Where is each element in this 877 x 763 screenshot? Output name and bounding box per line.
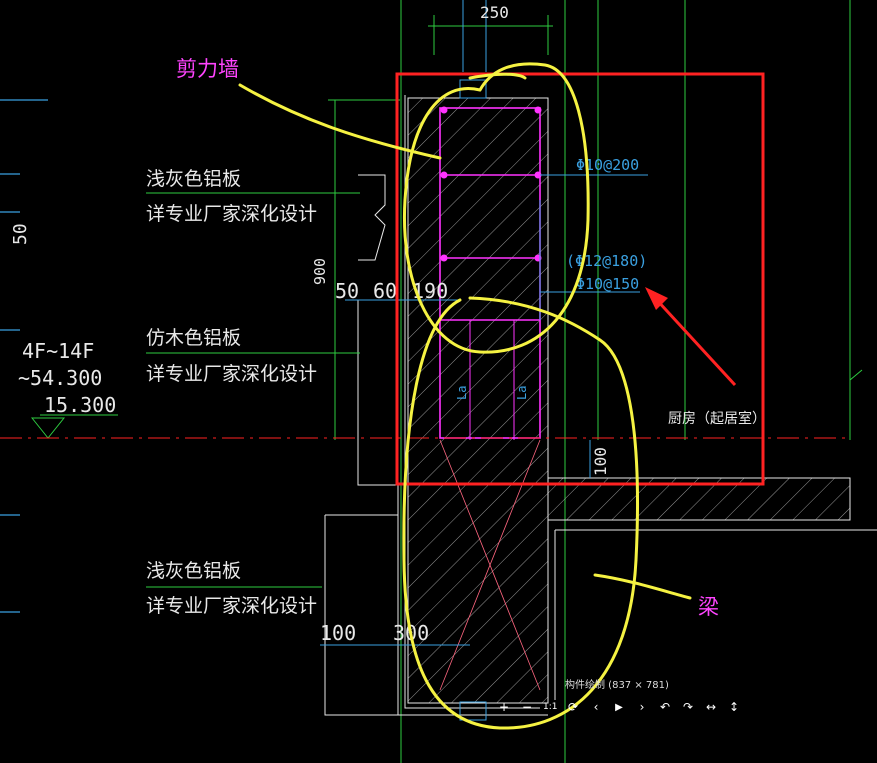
rotate-icon[interactable]: ⟳ xyxy=(567,700,579,714)
panel1-note: 详专业厂家深化设计 xyxy=(146,203,317,225)
panel3-note: 详专业厂家深化设计 xyxy=(146,595,317,617)
panel1-title: 浅灰色铝板 xyxy=(146,168,241,190)
red-arrow xyxy=(645,287,737,387)
zoom-out-icon[interactable]: − xyxy=(521,700,533,714)
dim-900-line xyxy=(328,99,400,440)
next-icon[interactable]: › xyxy=(639,700,645,714)
panel3-title: 浅灰色铝板 xyxy=(146,560,241,582)
room-label: 厨房（起居室） xyxy=(668,410,766,427)
dim-100-right: 100 xyxy=(591,447,610,476)
dim-100-bottom: 100 xyxy=(320,621,356,645)
rebar-label-2: (Φ12@180) xyxy=(566,252,647,270)
highlight-box xyxy=(395,72,765,486)
yellow-annotations xyxy=(238,62,692,730)
vertical-grid-lines xyxy=(400,0,863,763)
beam-annotation: 梁 xyxy=(698,595,719,619)
dim-50: 50 xyxy=(335,279,359,303)
zoom-in-icon[interactable]: + xyxy=(498,700,510,714)
rebar-label-1: Φ10@200 xyxy=(576,156,639,174)
elevation-top: ~54.300 xyxy=(18,366,102,390)
left-grid-ticks xyxy=(0,99,48,613)
lap-label-right: La xyxy=(515,386,529,400)
lap-bars xyxy=(469,320,515,440)
elevation-marker xyxy=(0,414,850,439)
prev-icon[interactable]: ‹ xyxy=(593,700,599,714)
beam-cross xyxy=(439,439,541,691)
panel2-title: 仿木色铝板 xyxy=(146,327,241,349)
dim-250: 250 xyxy=(480,3,509,22)
rebar-dots xyxy=(440,106,542,262)
elevation-floors: 4F~14F xyxy=(22,339,94,363)
dim-900: 900 xyxy=(311,258,329,285)
rebar-leaders xyxy=(539,174,648,320)
cladding-leaders xyxy=(146,192,360,588)
undo-icon[interactable]: ↶ xyxy=(659,700,671,714)
left-dim-50: 50 xyxy=(10,223,31,245)
elevation-bottom: 15.300 xyxy=(44,393,116,417)
fit-width-icon[interactable]: ↔ xyxy=(705,700,717,714)
viewer-toolbar: + − 1:1 ⟳ ‹ ▶ › ↶ ↷ ↔ ↕ xyxy=(497,697,747,717)
rebar-label-3: Φ10@150 xyxy=(576,275,639,293)
panel2-note: 详专业厂家深化设计 xyxy=(146,363,317,385)
dim-60: 60 xyxy=(373,279,397,303)
toolbar-caption: 构件绘制 (837 × 781) xyxy=(565,680,669,691)
actual-size-icon[interactable]: 1:1 xyxy=(543,702,558,712)
top-dimension xyxy=(428,0,553,72)
lap-label-left: La xyxy=(455,386,469,400)
shear-wall-section xyxy=(407,97,549,704)
fit-height-icon[interactable]: ↕ xyxy=(728,700,740,714)
shear-wall-annotation: 剪力墙 xyxy=(176,57,239,81)
play-icon[interactable]: ▶ xyxy=(615,701,623,713)
redo-icon[interactable]: ↷ xyxy=(682,700,694,714)
